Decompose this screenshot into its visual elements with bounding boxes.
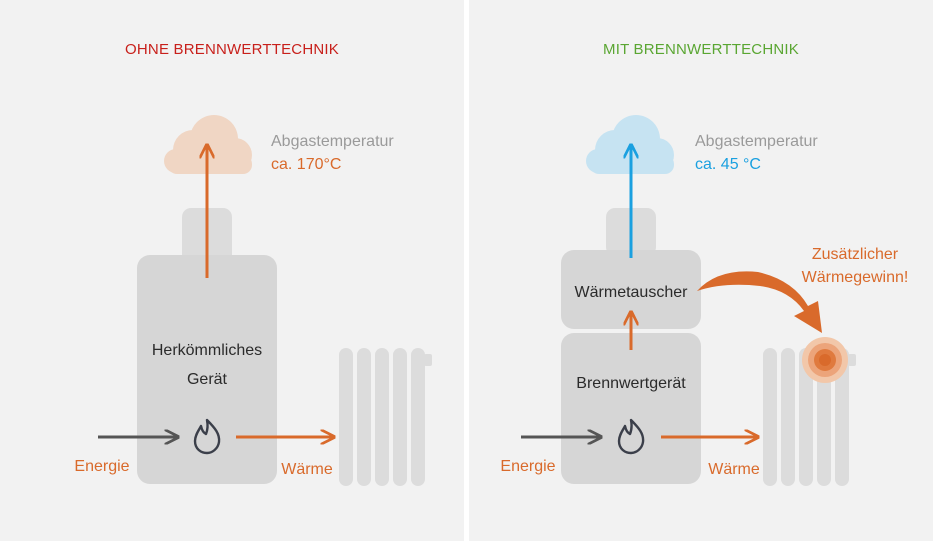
flame-icon: [617, 418, 645, 455]
bonus-line1: Zusätzlicher: [812, 246, 899, 263]
heat-glow-icon: [802, 337, 848, 383]
right-title: MIT BRENNWERTTECHNIK: [603, 41, 799, 58]
left-heat-label: Wärme: [281, 461, 333, 478]
right-temp-label: Abgastemperatur: [695, 133, 818, 150]
left-title: OHNE BRENNWERTTECHNIK: [125, 41, 339, 58]
radiator-icon: [763, 348, 856, 486]
right-heat-label: Wärme: [708, 461, 760, 478]
left-temp-value: ca. 170°C: [271, 156, 341, 173]
left-device: [137, 255, 277, 484]
left-device-line2: Gerät: [187, 371, 228, 388]
condensing-device: [561, 333, 701, 484]
heat-exchanger: [561, 250, 701, 329]
left-energy-label: Energie: [74, 458, 129, 475]
device-label: Brennwertgerät: [576, 375, 686, 392]
panel-divider: [464, 0, 469, 541]
bonus-heat-arrow: [697, 271, 822, 333]
flame-icon: [193, 418, 221, 455]
bonus-line2: Wärmegewinn!: [802, 269, 909, 286]
left-device-line1: Herkömmliches: [152, 342, 262, 359]
right-energy-label: Energie: [500, 458, 555, 475]
exchanger-label: Wärmetauscher: [575, 284, 689, 301]
radiator-icon: [339, 348, 432, 486]
right-temp-value: ca. 45 °C: [695, 156, 761, 173]
left-temp-label: Abgastemperatur: [271, 133, 394, 150]
